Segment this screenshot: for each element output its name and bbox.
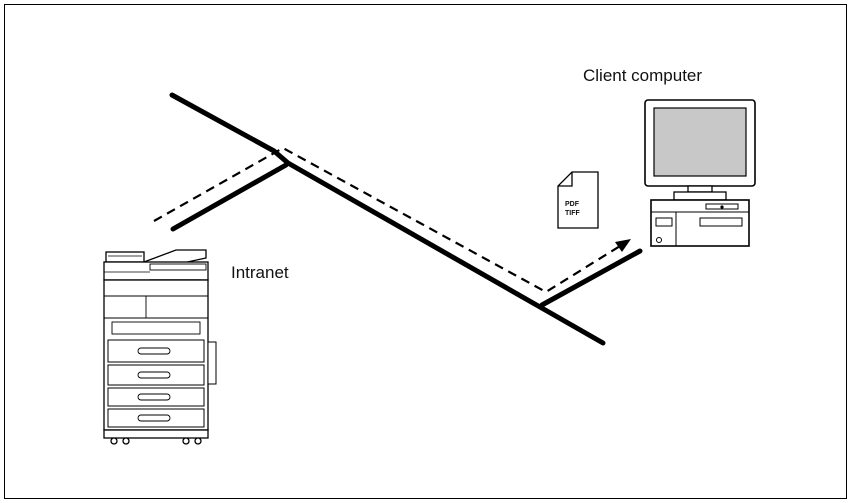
intranet-network-line bbox=[169, 92, 606, 346]
client-computer-label: Client computer bbox=[583, 66, 703, 85]
document-file-icon: PDF TIFF bbox=[557, 171, 599, 229]
monitor-screen bbox=[653, 107, 747, 177]
intranet-label: Intranet bbox=[231, 263, 289, 282]
desktop-computer-icon bbox=[644, 99, 756, 247]
document-format-tiff: TIFF bbox=[565, 210, 580, 217]
arrowhead bbox=[615, 239, 631, 252]
document-format-pdf: PDF bbox=[565, 201, 580, 208]
intranet-branch-line bbox=[170, 162, 289, 232]
client-branch-line bbox=[539, 248, 643, 308]
multifunction-printer-icon bbox=[103, 249, 217, 445]
